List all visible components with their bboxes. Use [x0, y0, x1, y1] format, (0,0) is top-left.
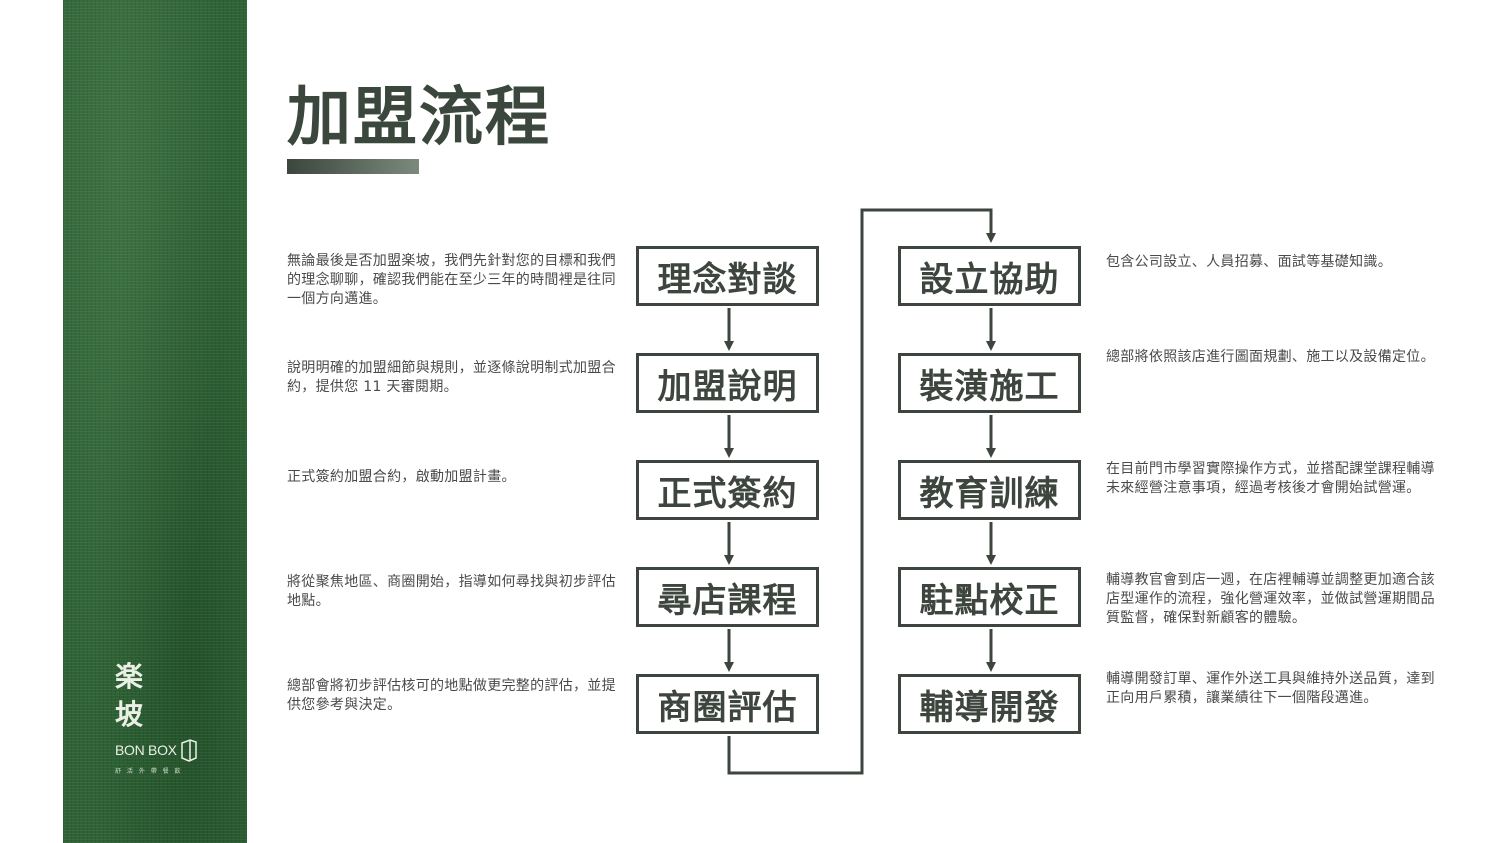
desc-step-3: 正式簽約加盟合約，啟動加盟計畫。 — [287, 469, 516, 485]
sidebar-texture — [63, 0, 247, 843]
desc-step-9: 輔導教官會到店一週，在店裡輔導並調整更加適合該店型運作的流程，強化營運效率，並做… — [1106, 572, 1435, 626]
step-box-10: 輔導開發 — [898, 674, 1081, 734]
step-box-7: 裝潢施工 — [898, 353, 1081, 413]
step-box-3: 正式簽約 — [636, 460, 819, 520]
brand-logo: 楽 坡 BON BOX 舒 活 外 帶 餐 飲 — [115, 658, 225, 775]
desc-step-2: 說明明確的加盟細節與規則，並逐條說明制式加盟合約，提供您 11 天審閱期。 — [287, 360, 616, 395]
desc-step-7: 總部將依照該店進行圖面規劃、施工以及設備定位。 — [1106, 349, 1435, 365]
step-box-2: 加盟說明 — [636, 353, 819, 413]
desc-step-1: 無論最後是否加盟楽坡，我們先針對您的目標和我們的理念聊聊，確認我們能在至少三年的… — [287, 253, 616, 307]
desc-step-8: 在目前門市學習實際操作方式，並搭配課堂課程輔導未來經營注意事項，經過考核後才會開… — [1106, 461, 1435, 496]
logo-subtitle: 舒 活 外 帶 餐 飲 — [115, 768, 183, 775]
logo-cn-top: 楽 — [115, 660, 146, 693]
title-underline — [287, 159, 419, 174]
desc-step-4: 將從聚焦地區、商圈開始，指導如何尋找與初步評估地點。 — [287, 574, 616, 609]
step-box-4: 尋店課程 — [636, 567, 819, 627]
step-box-6: 設立協助 — [898, 246, 1081, 306]
logo-en: BON BOX — [115, 742, 177, 758]
desc-step-5: 總部會將初步評估核可的地點做更完整的評估，並提供您參考與決定。 — [287, 678, 616, 713]
desc-step-6: 包含公司設立、人員招募、面試等基礎知識。 — [1106, 254, 1392, 270]
page-title: 加盟流程 — [287, 81, 551, 155]
logo-cn-bottom: 坡 — [115, 698, 146, 731]
connector-col1-to-col2 — [727, 208, 996, 775]
step-box-5: 商圈評估 — [636, 674, 819, 734]
step-box-8: 教育訓練 — [898, 460, 1081, 520]
desc-step-10: 輔導開發訂單、運作外送工具與維持外送品質，達到正向用戶累積，讓業績往下一個階段邁… — [1106, 671, 1435, 706]
step-box-1: 理念對談 — [636, 246, 819, 306]
step-box-9: 駐點校正 — [898, 567, 1081, 627]
box-logo-icon — [180, 739, 197, 762]
